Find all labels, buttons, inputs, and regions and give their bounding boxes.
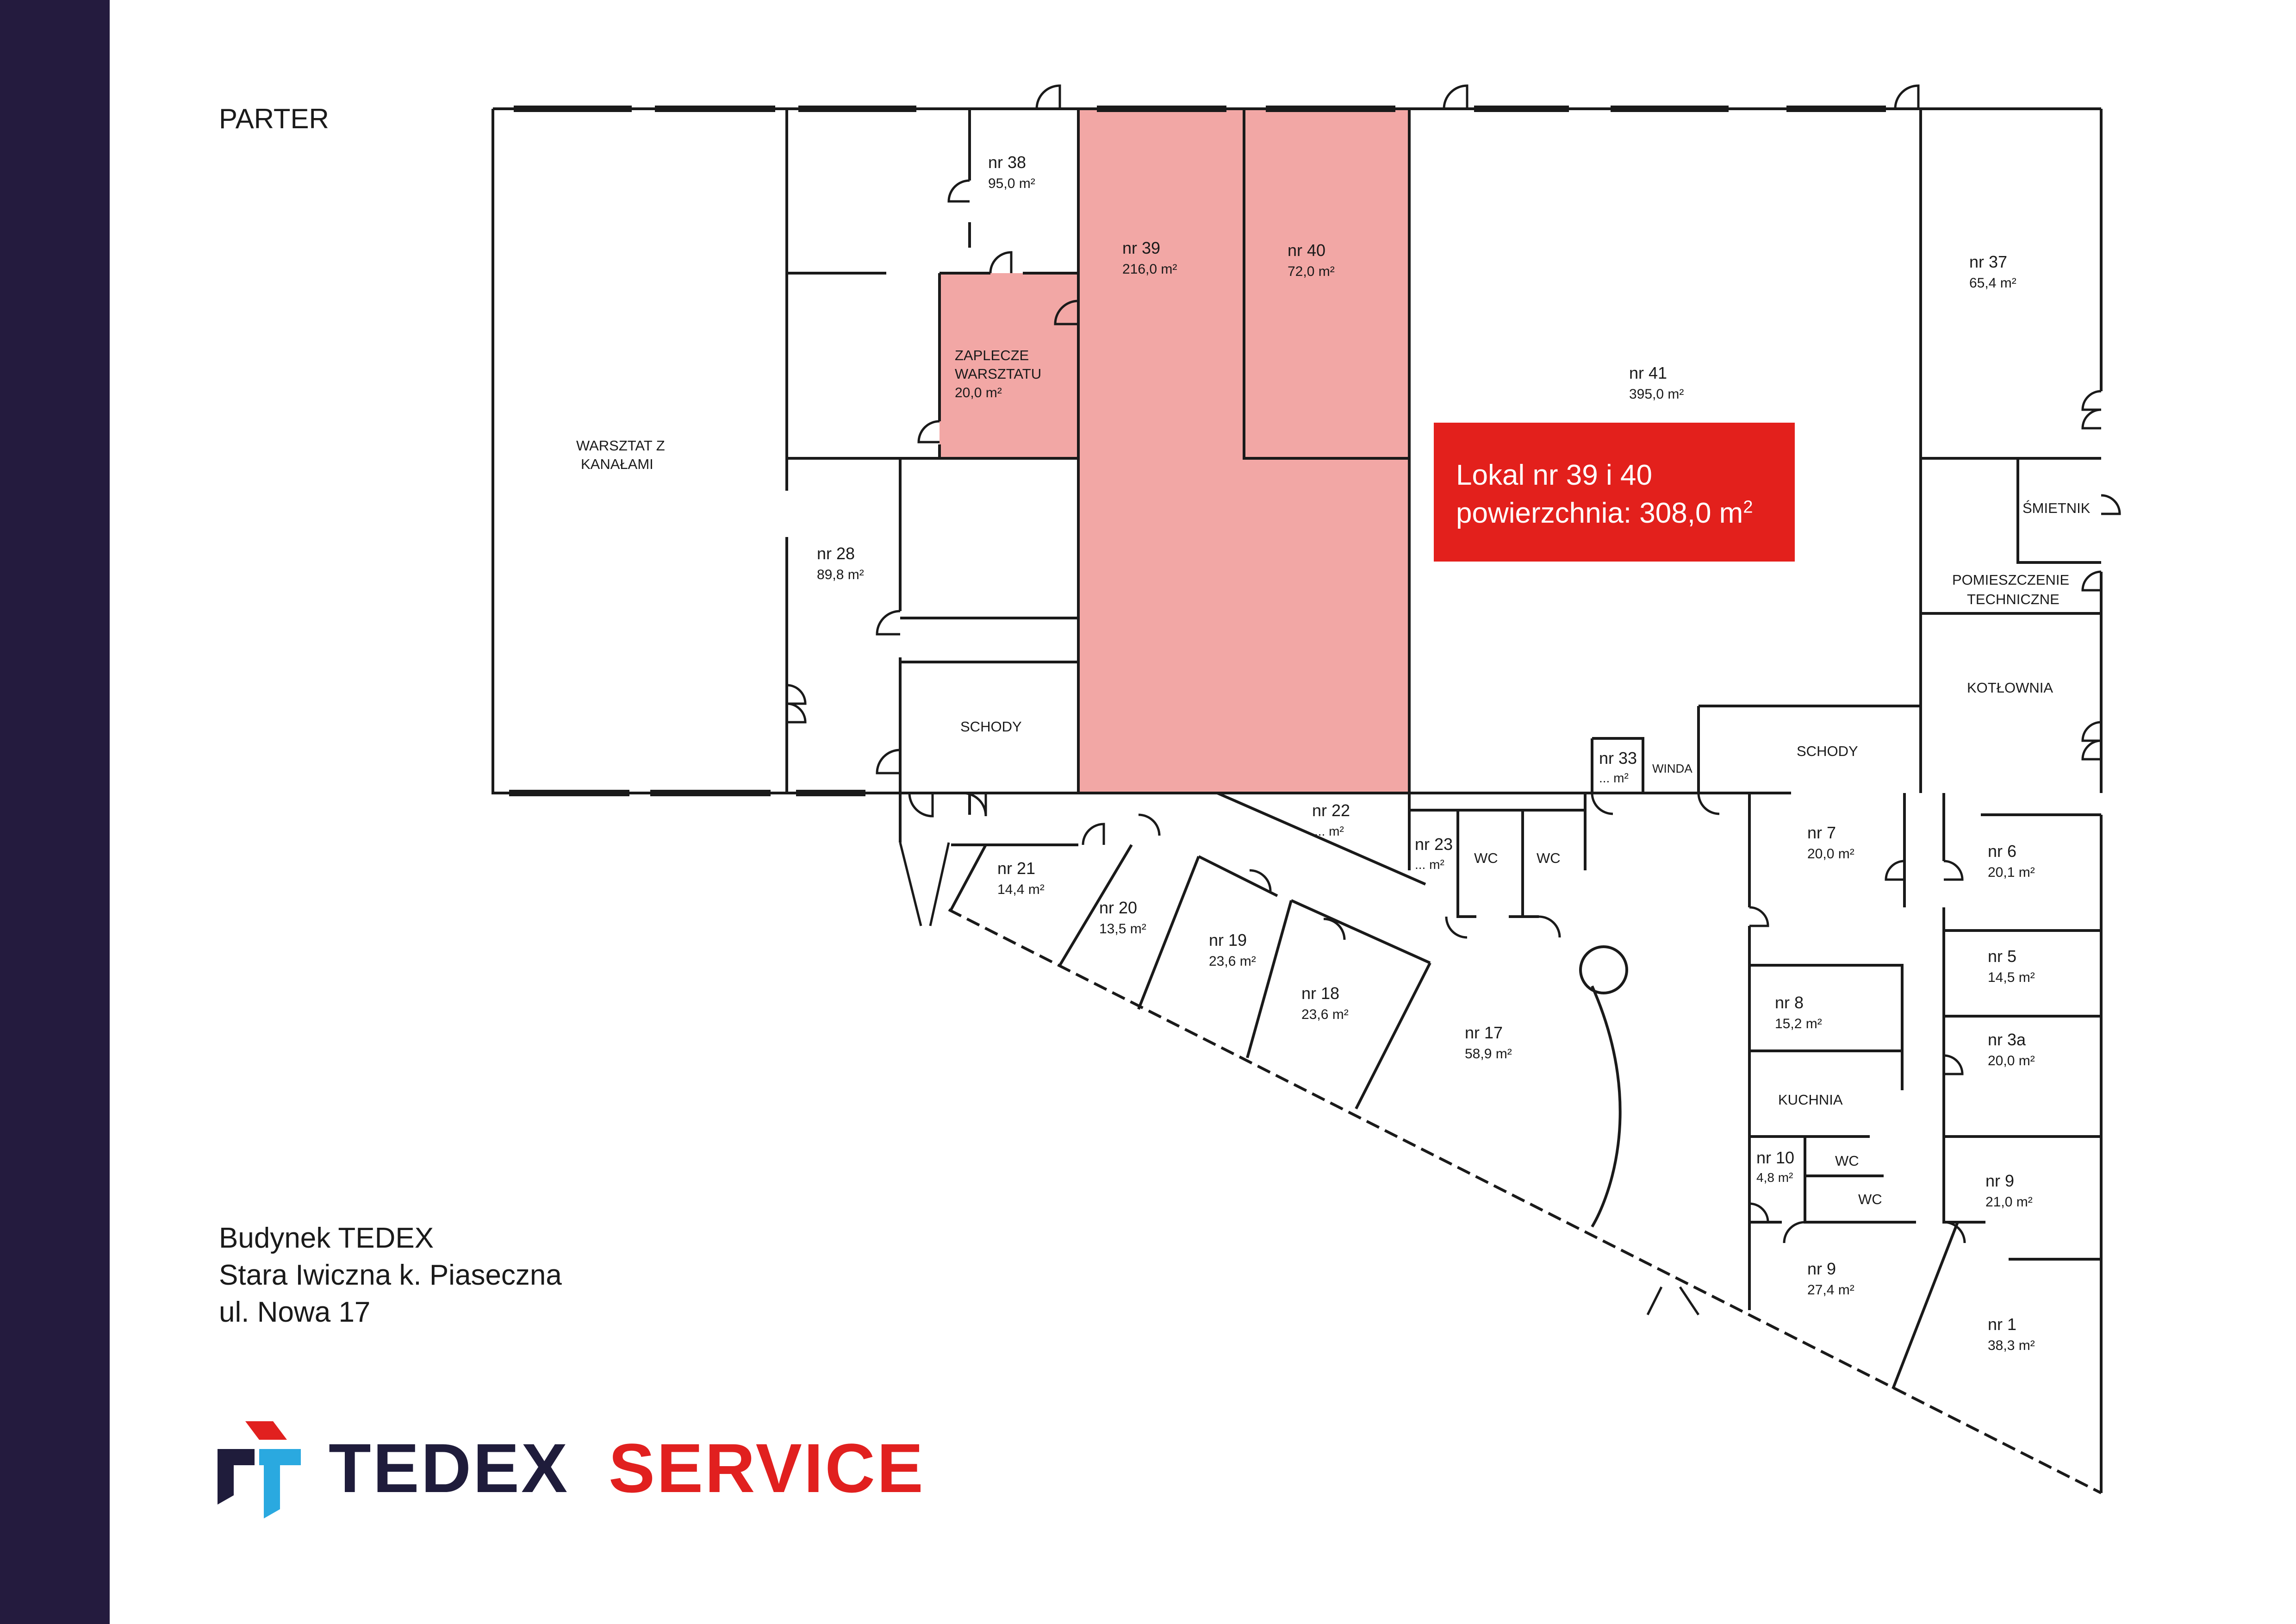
room-8-name: nr 8 [1775, 993, 1804, 1012]
doors [786, 84, 2121, 1316]
room-21-area: 14,4 m² [997, 882, 1045, 897]
callout-area-sup: 2 [1743, 497, 1753, 517]
room-8-area: 15,2 m² [1775, 1016, 1822, 1031]
room-6-name: nr 6 [1988, 842, 2017, 861]
room-1-area: 38,3 m² [1988, 1338, 2035, 1353]
windows [509, 106, 1886, 796]
winda-label: WINDA [1652, 762, 1692, 775]
room-37-area: 65,4 m² [1969, 275, 2016, 291]
brand-logo: TEDEX SERVICE [218, 1421, 1004, 1518]
kuchnia-label: KUCHNIA [1778, 1092, 1843, 1108]
room-9a-name: nr 9 [1985, 1171, 2015, 1190]
room-10-area: 4,8 m² [1756, 1170, 1793, 1185]
room-1-name: nr 1 [1988, 1315, 2017, 1334]
callout-area-text: powierzchnia: 308,0 m [1456, 497, 1743, 529]
room-23-name: nr 23 [1415, 835, 1453, 854]
warsztat-line1: WARSZTAT Z [576, 437, 665, 454]
room-39-name: nr 39 [1122, 238, 1161, 257]
room-23-area: ... m² [1415, 857, 1444, 872]
zaplecze-area: 20,0 m² [955, 385, 1002, 400]
room-21-name: nr 21 [997, 859, 1036, 878]
pom-line2: TECHNICZNE [1967, 591, 2060, 607]
room-17-area: 58,9 m² [1465, 1046, 1512, 1062]
callout-title: Lokal nr 39 i 40 [1456, 459, 1652, 491]
brand-name-part2: SERVICE [609, 1429, 925, 1507]
room-17-name: nr 17 [1465, 1023, 1503, 1042]
unit-callout: Lokal nr 39 i 40 powierzchnia: 308,0 m2 [1434, 423, 1795, 562]
room-19-name: nr 19 [1209, 931, 1247, 949]
address-line-3: ul. Nowa 17 [219, 1296, 371, 1328]
smietnik-label: ŚMIETNIK [2022, 500, 2091, 516]
pom-line1: POMIESZCZENIE [1952, 572, 2070, 588]
wc-label-1: WC [1474, 850, 1498, 866]
room-39-area: 216,0 m² [1122, 262, 1177, 277]
room-6-area: 20,1 m² [1988, 865, 2035, 880]
highlighted-units [940, 109, 1409, 793]
room-33-area: ... m² [1599, 771, 1629, 785]
room-28-area: 89,8 m² [817, 567, 864, 582]
room-41-area: 395,0 m² [1629, 387, 1684, 402]
schody-left: SCHODY [960, 718, 1022, 735]
room-7-area: 20,0 m² [1807, 846, 1854, 862]
room-40-name: nr 40 [1288, 241, 1326, 260]
room-5-name: nr 5 [1988, 947, 2017, 966]
room-9a-area: 21,0 m² [1985, 1194, 2033, 1210]
kotlownia-label: KOTŁOWNIA [1967, 680, 2053, 696]
room-38-name: nr 38 [988, 153, 1027, 172]
room-19-area: 23,6 m² [1209, 954, 1256, 969]
room-18-area: 23,6 m² [1301, 1007, 1349, 1022]
room-3a-area: 20,0 m² [1988, 1053, 2035, 1068]
room-7-name: nr 7 [1807, 823, 1836, 842]
room-37-name: nr 37 [1969, 252, 2008, 271]
wc-label-4: WC [1858, 1191, 1882, 1207]
zaplecze-line2: WARSZTATU [955, 366, 1042, 382]
wc-label-2: WC [1537, 850, 1561, 866]
room-22-name: nr 22 [1312, 801, 1350, 820]
room-41-name: nr 41 [1629, 363, 1668, 382]
wc-label-3: WC [1835, 1153, 1859, 1169]
address-line-2: Stara Iwiczna k. Piaseczna [219, 1259, 562, 1291]
room-28-name: nr 28 [817, 544, 855, 563]
room-38-area: 95,0 m² [988, 176, 1035, 191]
room-9b-name: nr 9 [1807, 1259, 1836, 1278]
zaplecze-line1: ZAPLECZE [955, 347, 1029, 363]
room-18-name: nr 18 [1301, 984, 1340, 1003]
callout-area: powierzchnia: 308,0 m2 [1456, 497, 1753, 530]
zaplecze-fill [940, 273, 1078, 458]
schody-right: SCHODY [1797, 743, 1858, 759]
room-3a-name: nr 3a [1988, 1030, 2026, 1049]
logo-mark [218, 1421, 301, 1518]
room-9b-area: 27,4 m² [1807, 1282, 1854, 1298]
address-block: Budynek TEDEX Stara Iwiczna k. Piaseczna… [219, 1220, 562, 1331]
room-33-name: nr 33 [1599, 749, 1637, 768]
room-20-name: nr 20 [1099, 898, 1138, 917]
room-10-name: nr 10 [1756, 1148, 1795, 1167]
brand-name-part1: TEDEX [329, 1429, 570, 1507]
room-5-area: 14,5 m² [1988, 970, 2035, 985]
room-22-area: ... m² [1314, 824, 1344, 838]
room-20-area: 13,5 m² [1099, 921, 1146, 937]
room-40-area: 72,0 m² [1288, 264, 1335, 279]
sidebar-band [0, 0, 110, 1624]
floor-label: PARTER [219, 103, 329, 134]
warsztat-line2: KANAŁAMI [581, 456, 653, 472]
address-line-1: Budynek TEDEX [219, 1222, 434, 1254]
